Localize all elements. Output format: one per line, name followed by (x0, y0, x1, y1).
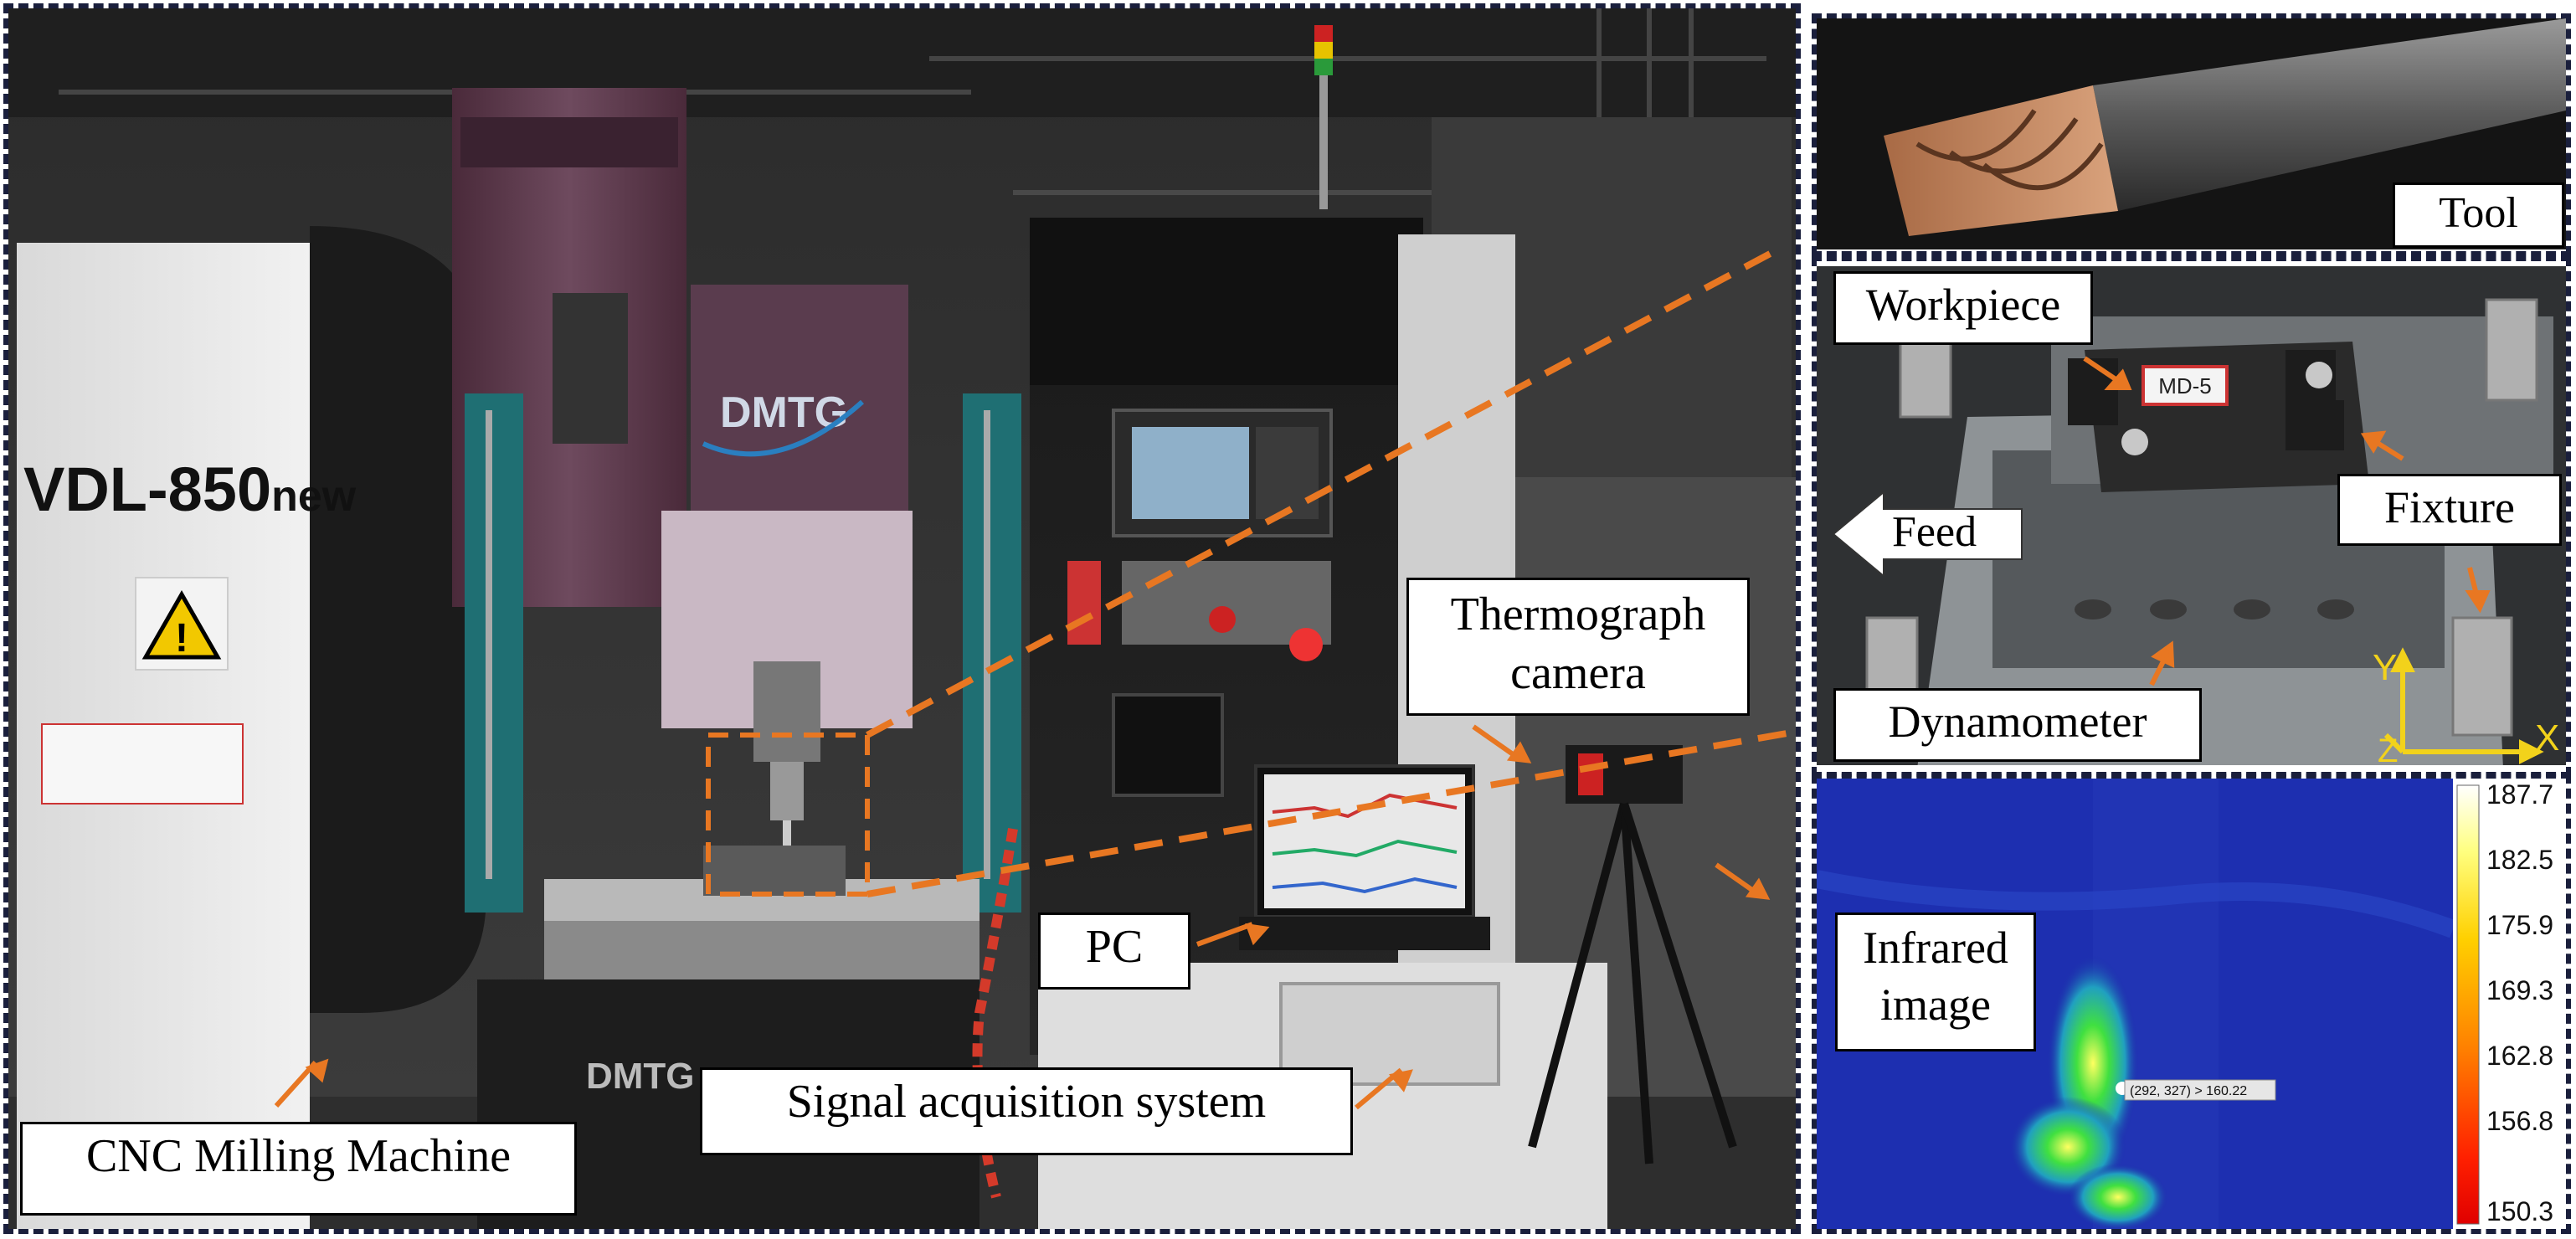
colorbar-tick-3: 169.3 (2486, 975, 2553, 1005)
infrared-panel: (292, 327) > 160.22 187.7 182.5 175.9 16… (1817, 779, 2566, 1229)
colorbar-tick-6: 150.3 (2486, 1196, 2553, 1226)
colorbar-tick-2: 175.9 (2486, 910, 2553, 940)
label-cnc-milling-machine: CNC Milling Machine (20, 1122, 577, 1216)
label-thermograph-line2: camera (1510, 647, 1646, 699)
label-infrared-line1: Infrared (1863, 923, 2008, 973)
workpiece-tag: MD-5 (2158, 373, 2212, 398)
zoom-line-top (866, 248, 1776, 738)
label-infrared-image: Infrared image (1835, 913, 2036, 1051)
label-signal-acquisition: Signal acquisition system (700, 1067, 1353, 1155)
tool-panel: Tool (1817, 18, 2566, 249)
axis-y-label: Y (2373, 647, 2397, 688)
label-infrared-line2: image (1880, 979, 1991, 1030)
label-tool: Tool (2393, 183, 2564, 248)
label-pc: PC (1038, 913, 1190, 990)
zoom-region-box (706, 733, 870, 897)
axis-z-label: Z (2378, 733, 2398, 765)
colorbar-tick-1: 182.5 (2486, 845, 2553, 875)
brand-logo-base: DMTG (586, 1056, 695, 1097)
axis-x-label: X (2535, 717, 2559, 758)
label-fixture: Fixture (2337, 474, 2562, 546)
setup-panel: MD-5 (1817, 266, 2566, 765)
ir-readout: (292, 327) > 160.22 (2130, 1084, 2247, 1098)
zoom-line-bottom (866, 729, 1792, 897)
label-thermograph-line1: Thermograph (1450, 589, 1706, 640)
label-feed: Feed (1892, 508, 1977, 556)
feed-arrow: Feed (1832, 490, 2026, 578)
label-workpiece: Workpiece (1833, 271, 2093, 345)
svg-text:!: ! (175, 616, 188, 661)
label-dynamometer: Dynamometer (1833, 688, 2202, 762)
tool-photo (1884, 18, 2566, 236)
colorbar-tick-5: 156.8 (2486, 1106, 2553, 1136)
infrared-image: (292, 327) > 160.22 187.7 182.5 175.9 16… (1817, 779, 2566, 1229)
colorbar-tick-4: 162.8 (2486, 1041, 2553, 1071)
colorbar-tick-0: 187.7 (2486, 779, 2553, 810)
model-text: VDL-850new (23, 455, 357, 524)
label-thermograph-camera: Thermograph camera (1406, 578, 1750, 716)
